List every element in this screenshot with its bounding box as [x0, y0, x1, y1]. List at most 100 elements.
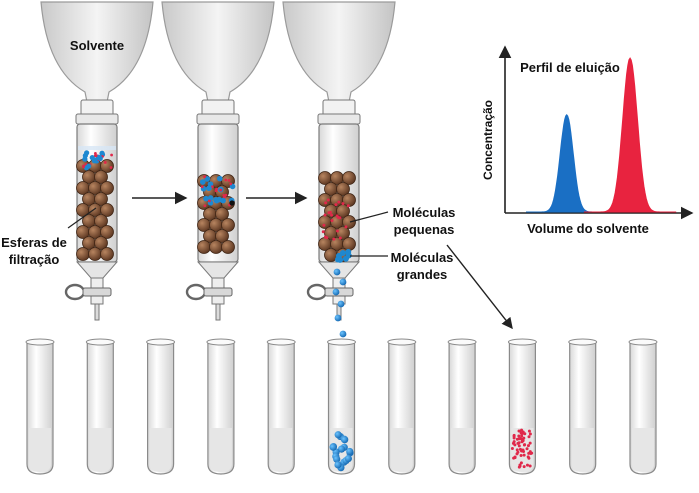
large-molecule [346, 447, 354, 456]
large-molecule [199, 179, 206, 185]
small-molecule [513, 455, 517, 459]
test-tube-9 [507, 338, 537, 475]
test-tubes [25, 338, 658, 475]
tube-liquid [632, 428, 654, 472]
tube-rim [266, 338, 296, 346]
small-molecule [520, 432, 524, 436]
small-molecule [341, 202, 345, 206]
small-molecule [528, 441, 532, 445]
small-molecules-label-line1: Moléculas [393, 205, 456, 220]
tube-liquid [149, 428, 172, 472]
bead [88, 247, 102, 261]
solvent-label: Solvente [70, 38, 124, 53]
small-molecule [215, 187, 218, 191]
funnel [161, 1, 275, 113]
bead [197, 240, 211, 254]
small-molecule [525, 463, 529, 467]
small-molecule [525, 447, 529, 451]
test-tube-2 [85, 338, 115, 475]
small-molecule [326, 198, 330, 202]
tube-liquid [89, 428, 112, 472]
small-molecule [321, 230, 325, 234]
elution-profile-chart: Perfil de eluição Concentração Volume do… [481, 45, 694, 236]
small-molecule [227, 178, 231, 182]
arrow-to-small-molecule-tube [446, 244, 513, 330]
small-molecule [512, 433, 516, 437]
tube-rim [25, 338, 55, 346]
small-molecule [520, 440, 524, 444]
filtration-beads [197, 174, 235, 254]
test-tube-7 [387, 338, 417, 475]
large-molecule [204, 176, 211, 182]
large-molecule-drop [337, 300, 345, 308]
small-molecule [207, 199, 211, 203]
small-molecule [332, 237, 336, 241]
stopcock-handle [185, 283, 207, 301]
test-tube-10 [568, 338, 598, 475]
column-collar [196, 113, 240, 125]
tube-liquid [209, 428, 232, 472]
bead [100, 247, 114, 261]
small-molecule [110, 153, 113, 157]
funnel [282, 1, 396, 113]
small-molecule [527, 429, 531, 433]
small-molecule [519, 461, 523, 465]
small-molecule [325, 236, 329, 240]
small-molecule [109, 166, 113, 169]
large-molecule [206, 185, 212, 192]
columns-group [40, 1, 396, 414]
small-molecule [520, 434, 524, 438]
small-molecule [203, 204, 207, 208]
elution-peak-1 [526, 114, 608, 213]
small-molecule [210, 185, 214, 189]
bead [342, 171, 356, 185]
small-molecule [517, 441, 521, 445]
bead [100, 203, 114, 217]
large-molecules-label-line2: grandes [397, 267, 448, 282]
sample-molecules [321, 198, 352, 263]
leader-beads [67, 207, 97, 229]
small-molecule [517, 465, 521, 469]
column-taper [75, 261, 119, 279]
bead [336, 182, 350, 196]
small-molecule [335, 229, 339, 233]
small-molecule [510, 447, 514, 451]
large-molecule [86, 163, 92, 169]
large-molecule-drop [339, 278, 347, 286]
chart-y-axis-label: Concentração [481, 100, 495, 180]
tube-rim [206, 338, 236, 346]
tube-rim [628, 338, 658, 346]
bead [342, 215, 356, 229]
stopcock-valve [203, 287, 233, 297]
tube-rim [387, 338, 417, 346]
small-molecule [523, 443, 527, 447]
tube-liquid [451, 428, 474, 472]
sample-molecules [199, 175, 236, 208]
small-molecule [515, 437, 519, 441]
small-molecule [334, 203, 338, 207]
beads-label-line1: Esferas de [1, 235, 67, 250]
test-tube-11 [628, 338, 658, 475]
small-molecule [224, 178, 228, 182]
tube-liquid [571, 428, 594, 472]
small-molecule [337, 200, 341, 204]
bead [94, 192, 108, 206]
large-molecule [344, 454, 352, 463]
small-molecule [515, 448, 519, 452]
small-molecule [528, 464, 532, 468]
marker-dot [229, 200, 235, 206]
test-tube-6 [327, 338, 356, 475]
large-molecule [216, 196, 222, 203]
bead [221, 240, 235, 254]
column-3 [282, 1, 396, 321]
filtration-beads [76, 159, 114, 261]
large-molecule [341, 436, 349, 444]
tube-rim [146, 338, 176, 346]
funnel [40, 1, 154, 113]
large-molecule [334, 431, 342, 439]
large-molecule [99, 151, 106, 158]
large-molecule [345, 248, 352, 255]
large-molecule [334, 461, 342, 469]
bead [100, 181, 114, 195]
small-molecule [323, 213, 327, 217]
